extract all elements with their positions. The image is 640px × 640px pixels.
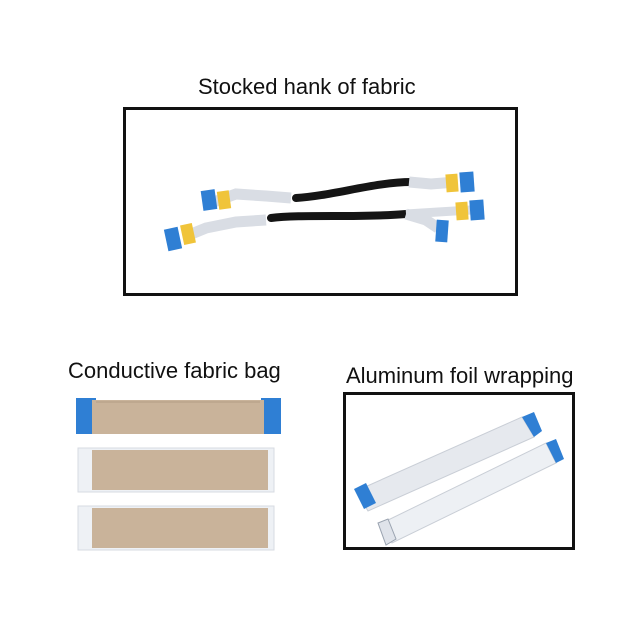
- ffc-cable-upper: [200, 171, 475, 211]
- fabric-bag-2: [77, 447, 275, 493]
- foil-wrapped-cables-illustration: [354, 412, 564, 546]
- panel-frame-conductive-bag: [66, 390, 291, 552]
- panel-frame-stocked-hank: [123, 107, 518, 296]
- fabric-bag-3: [77, 505, 275, 551]
- panel-caption-conductive-bag: Conductive fabric bag: [68, 358, 281, 383]
- ffc-cable-lower: [163, 199, 485, 252]
- cable-pair-illustration: [163, 171, 485, 252]
- panel-caption-stocked-hank: Stocked hank of fabric: [198, 74, 416, 99]
- foil-ribbon-upper: [354, 412, 542, 512]
- fabric-bags-illustration: [76, 398, 281, 551]
- foil-ribbon-lower: [377, 439, 564, 546]
- panel-frame-foil-wrapping: [343, 392, 575, 550]
- fabric-bag-1: [76, 398, 281, 434]
- panel-caption-foil-wrapping: Aluminum foil wrapping: [346, 363, 574, 388]
